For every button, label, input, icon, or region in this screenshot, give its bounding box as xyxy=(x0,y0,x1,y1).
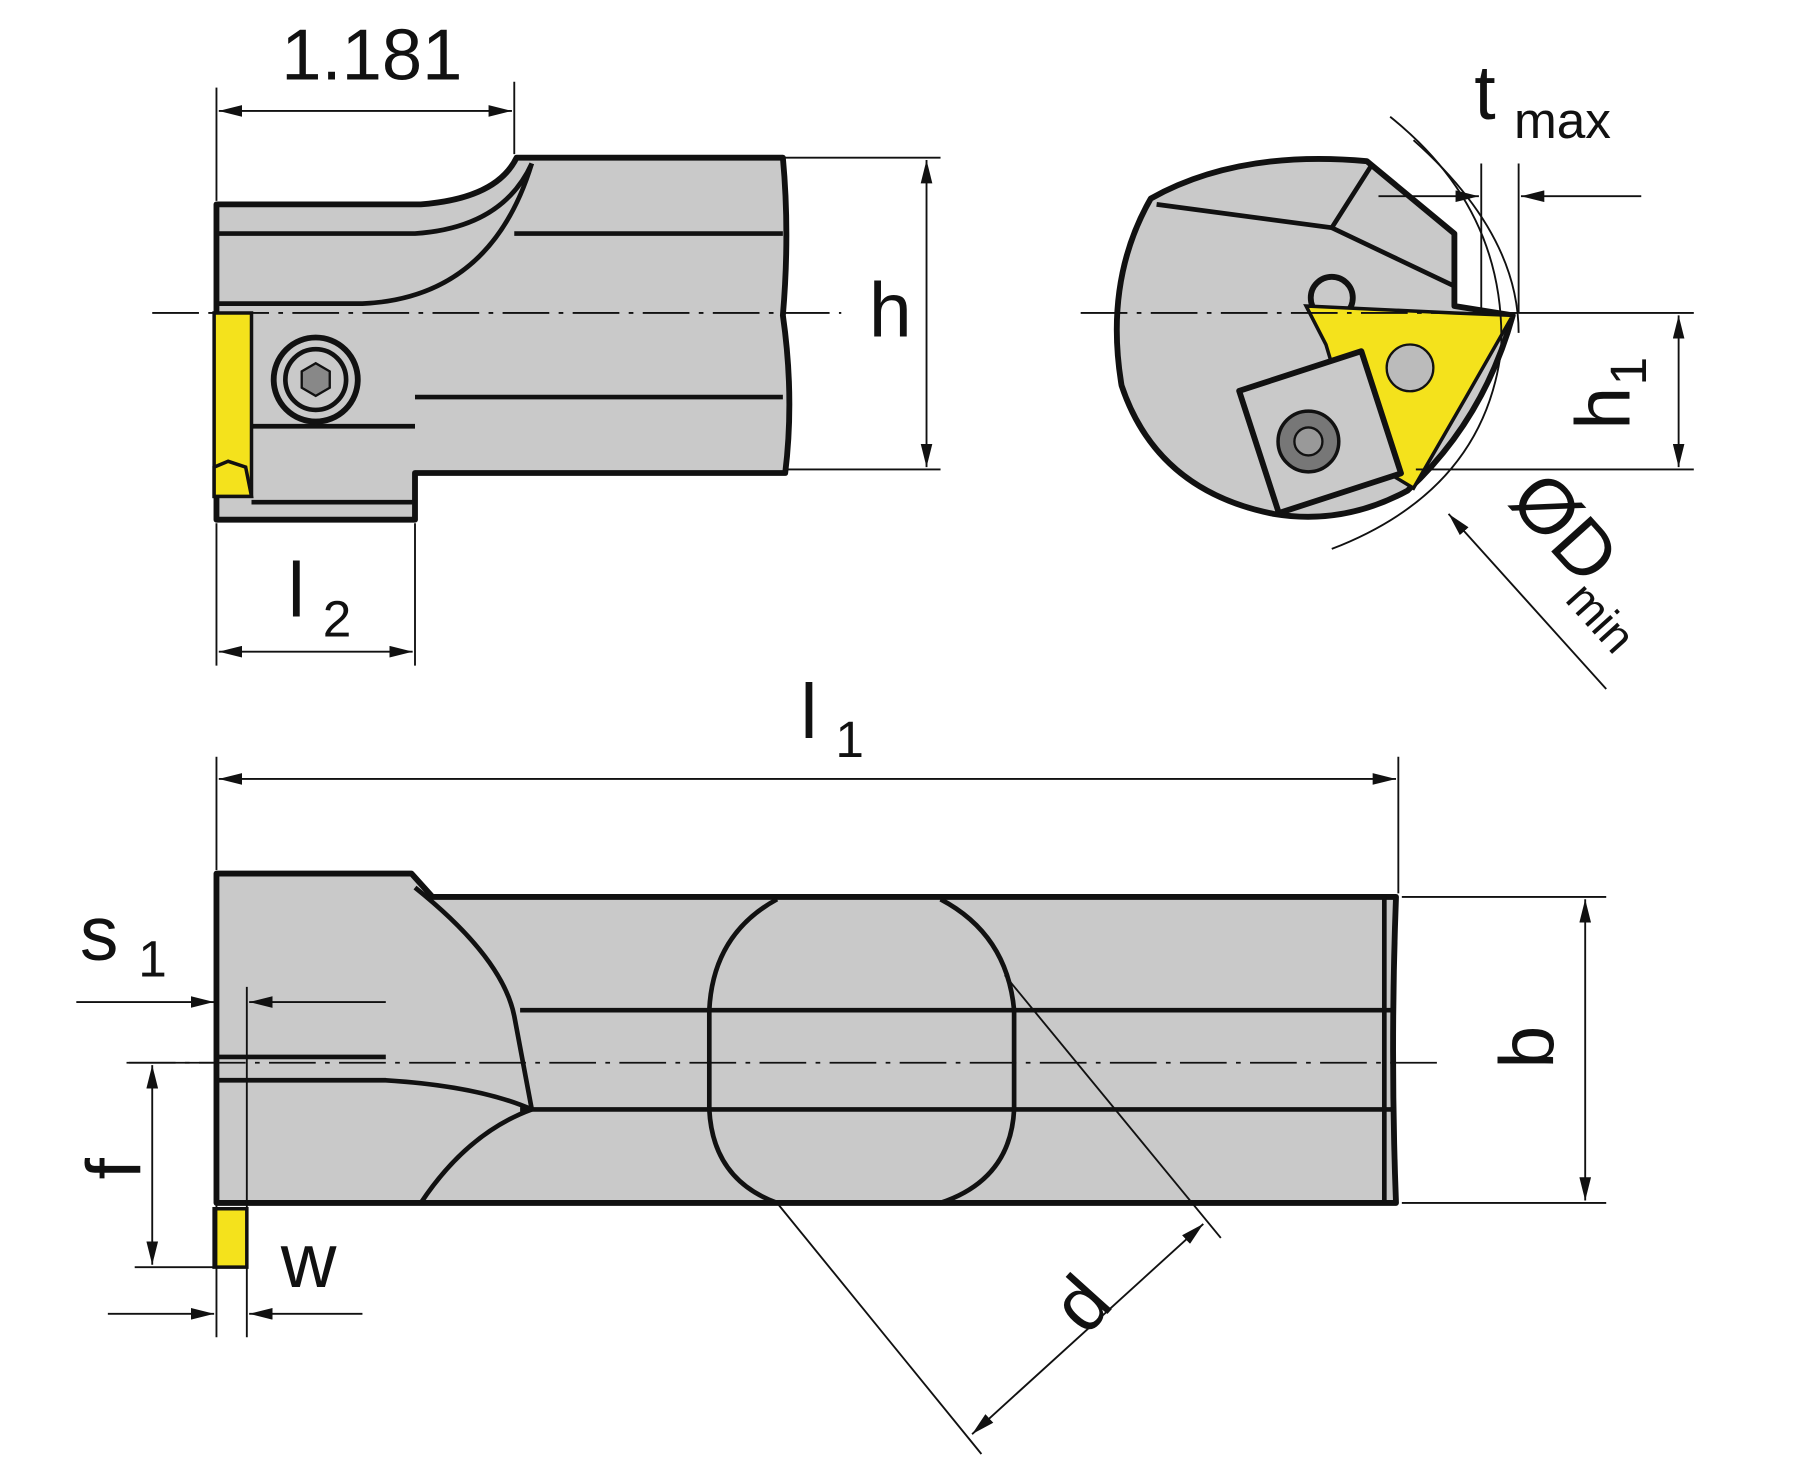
dim-h-label: h xyxy=(869,267,912,353)
dim-l2-subscript: 2 xyxy=(323,589,352,647)
dim-h1-label: h xyxy=(1561,387,1647,430)
dim-width-label: 1.181 xyxy=(281,14,462,95)
end-view xyxy=(1080,116,1520,550)
holder-head xyxy=(213,154,793,523)
dim-l1-subscript: 1 xyxy=(835,710,864,768)
dim-t-label: t xyxy=(1474,50,1495,136)
holder-shank xyxy=(213,870,1399,1206)
shank-circle xyxy=(706,897,1017,1206)
dim-w-label: w xyxy=(280,1218,337,1304)
dim-s1-subscript: 1 xyxy=(138,929,167,987)
dim-s1-label: s xyxy=(80,891,119,977)
dim-l2-label: l xyxy=(288,548,305,634)
insert-top xyxy=(212,1206,249,1269)
top-view xyxy=(128,870,1437,1338)
dim-f-label: f xyxy=(72,1158,158,1180)
dim-l1-label: l xyxy=(800,669,817,755)
dim-D-label: ØD xyxy=(1494,456,1635,599)
dim-h1-subscript: 1 xyxy=(1599,357,1657,386)
hex-socket-icon xyxy=(300,361,331,398)
dim-b-label: b xyxy=(1485,1026,1571,1069)
dim-t-subscript: max xyxy=(1514,91,1611,149)
torx-socket-icon xyxy=(1293,426,1324,457)
side-view xyxy=(152,154,842,523)
